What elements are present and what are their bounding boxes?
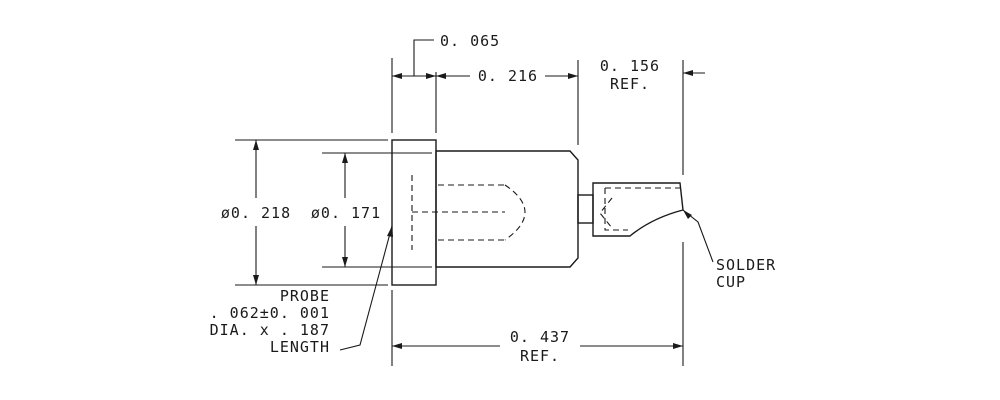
part (391, 139, 684, 286)
solder-cup-hidden (599, 187, 680, 231)
dim-cup-ref-suffix: REF. (610, 75, 650, 93)
dim-overall-value: 0. 437 (510, 328, 570, 346)
neck (577, 194, 594, 224)
knurled-body (435, 150, 579, 268)
hidden-bore (411, 175, 526, 250)
dim-body-diameter: ø0. 171 (311, 204, 381, 222)
dim-head-diameter: ø0. 218 (221, 204, 291, 222)
probe-note-line: PROBE (280, 287, 330, 305)
probe-note-line: DIA. x . 187 (210, 321, 330, 339)
solder-cup (592, 182, 684, 237)
dim-head-thickness: 0. 065 (440, 32, 500, 50)
probe-note-line: LENGTH (270, 338, 330, 356)
solder-cup-note: SOLDER CUP (716, 256, 776, 291)
dim-body-length: 0. 216 (478, 67, 538, 85)
probe-note-line: . 062±0. 001 (210, 304, 330, 322)
dimension-labels: 0. 065 0. 216 0. 156 REF. ø0. 218 ø0. 17… (221, 32, 660, 365)
solder-cup-note-line: SOLDER (716, 256, 776, 274)
solder-cup-note-line: CUP (716, 273, 746, 291)
dim-cup-ref-value: 0. 156 (600, 57, 660, 75)
probe-note: PROBE . 062±0. 001 DIA. x . 187 LENGTH (210, 287, 330, 356)
extension-lines (235, 58, 684, 366)
arrowheads (253, 70, 693, 349)
dim-overall-suffix: REF. (520, 347, 560, 365)
